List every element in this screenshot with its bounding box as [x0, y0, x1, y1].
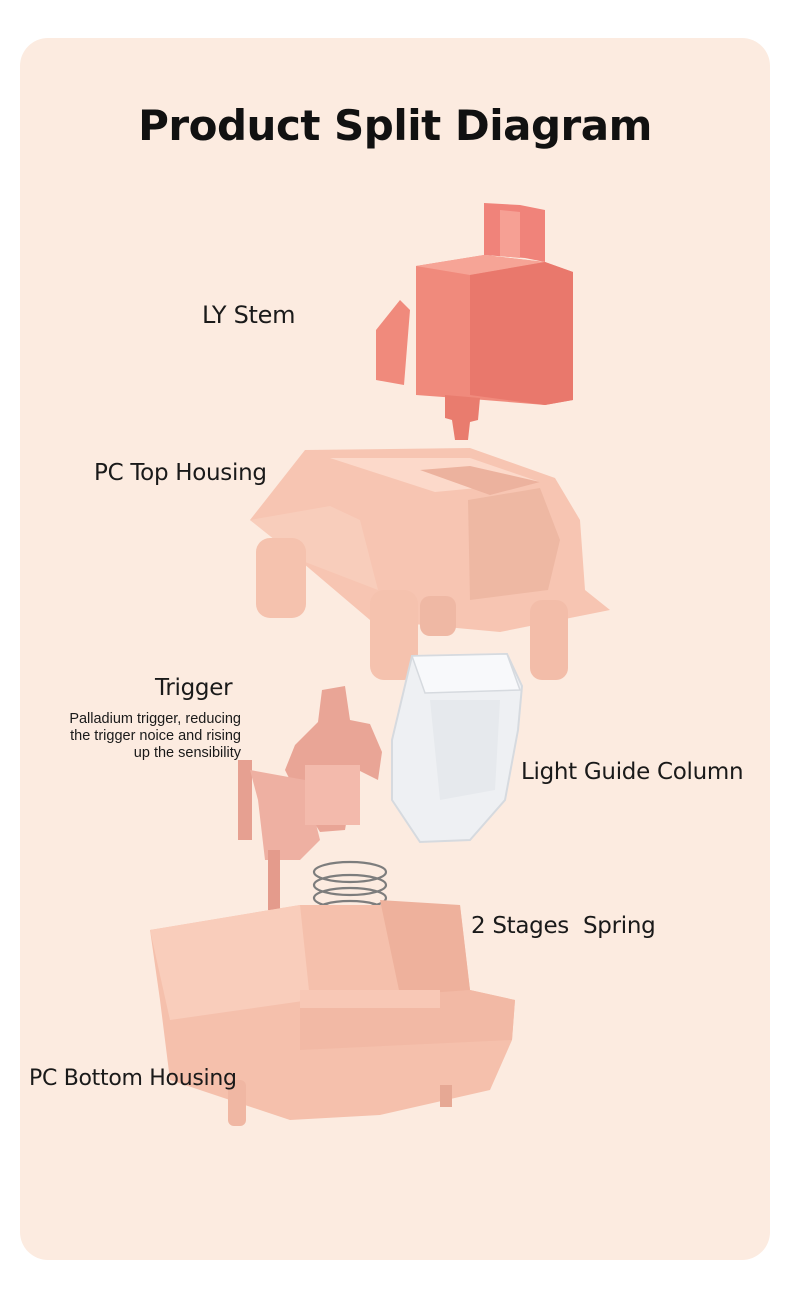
label-ly-stem: LY Stem	[202, 301, 296, 329]
light-guide-illustration	[391, 652, 524, 844]
label-trigger: Trigger	[155, 675, 233, 701]
trigger-description-line-2: the trigger noice and rising	[70, 728, 241, 744]
label-top-housing: PC Top Housing	[94, 460, 267, 486]
stem-illustration	[376, 203, 573, 440]
trigger-description-line-3: up the sensibility	[133, 745, 241, 761]
label-light-guide-column: Light Guide Column	[521, 759, 744, 785]
trigger-description: Palladium trigger, reducing the trigger …	[11, 711, 241, 762]
label-spring: 2 Stages Spring	[471, 913, 656, 939]
bottom-housing-illustration	[150, 900, 515, 1126]
page-title: Product Split Diagram	[138, 101, 652, 150]
top-housing-illustration	[250, 448, 610, 680]
trigger-description-line-1: Palladium trigger, reducing	[69, 711, 241, 727]
trigger-illustration	[238, 686, 382, 910]
label-bottom-housing: PC Bottom Housing	[29, 1066, 237, 1091]
